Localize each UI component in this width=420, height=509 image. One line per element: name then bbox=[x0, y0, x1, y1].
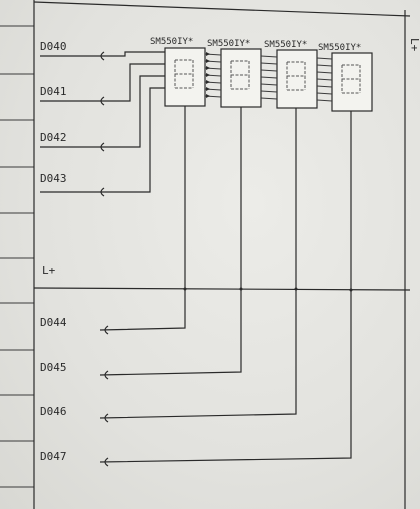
terminal-label-d045: D045 bbox=[40, 361, 67, 374]
display-4-label: SM550IY* bbox=[318, 43, 361, 53]
display-1: SM550IY* bbox=[150, 37, 206, 107]
display-4: SM550IY* bbox=[318, 43, 373, 112]
right-edge-label: L+ bbox=[408, 38, 420, 52]
terminal-label-lplus: L+ bbox=[42, 264, 56, 277]
display-2-label: SM550IY* bbox=[207, 39, 250, 49]
chip-bus bbox=[204, 52, 333, 102]
terminal-label-d040: D040 bbox=[40, 40, 67, 53]
terminal-label-d046: D046 bbox=[40, 405, 67, 418]
terminal-strip bbox=[0, 0, 35, 509]
terminal-label-d043: D043 bbox=[40, 172, 67, 185]
top-border-line bbox=[33, 1, 411, 17]
terminal-label-d041: D041 bbox=[40, 85, 67, 98]
wire-arrowheads bbox=[100, 51, 109, 467]
display-3: SM550IY* bbox=[264, 40, 318, 109]
display-1-label: SM550IY* bbox=[150, 37, 193, 47]
terminal-label-d042: D042 bbox=[40, 131, 67, 144]
lplus-bus-line bbox=[33, 287, 411, 291]
lplus-junctions bbox=[183, 287, 353, 292]
enable-wires bbox=[99, 106, 352, 463]
terminal-label-d044: D044 bbox=[40, 316, 67, 329]
data-wires bbox=[40, 51, 165, 193]
terminal-label-d047: D047 bbox=[40, 450, 67, 463]
display-3-label: SM550IY* bbox=[264, 40, 307, 50]
